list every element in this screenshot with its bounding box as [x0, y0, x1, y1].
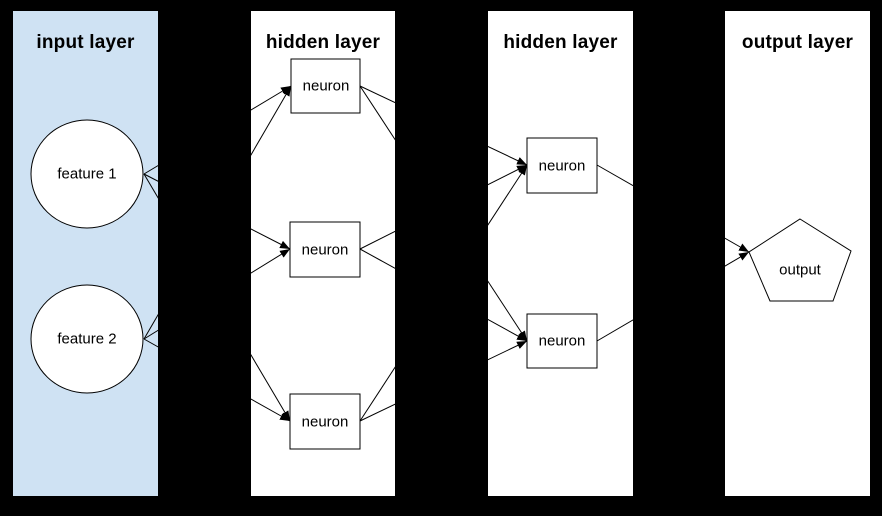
edge-h1n2-h2n2 — [359, 248, 528, 342]
hidden2-neuron1-box — [526, 137, 598, 194]
edge-h1n1-h2n1 — [359, 85, 528, 166]
output-pentagon — [748, 218, 852, 302]
feature-2-circle — [30, 284, 144, 394]
edge-f2-h1n1 — [143, 85, 292, 340]
node-label-hidden1-neuron2: neuron — [301, 241, 349, 259]
edge-h2n2-out — [596, 251, 750, 342]
edge-h1n1-h2n2 — [359, 85, 528, 342]
hidden-layer-2-panel: hidden layer — [488, 11, 633, 496]
edge-h1n3-h2n2 — [359, 340, 528, 422]
hidden2-neuron2-box — [526, 313, 598, 369]
node-label-feature-1: feature 1 — [57, 165, 117, 183]
node-label-hidden1-neuron1: neuron — [302, 77, 350, 95]
node-label-hidden1-neuron3: neuron — [301, 413, 349, 431]
edge-h2n1-out — [596, 164, 750, 253]
edge-f1-h1n3 — [143, 173, 291, 422]
edge-f1-h1n2 — [143, 173, 291, 250]
hidden1-neuron3-box — [289, 393, 361, 450]
output-layer-title: output layer — [741, 32, 854, 53]
node-label-output: output — [779, 261, 821, 279]
node-label-hidden2-neuron2: neuron — [538, 332, 586, 350]
node-label-hidden2-neuron1: neuron — [538, 157, 586, 175]
hidden1-neuron1-box — [290, 58, 361, 114]
edge-h1n2-h2n1 — [359, 164, 528, 250]
node-label-feature-2: feature 2 — [57, 330, 117, 348]
edge-f1-h1n1 — [143, 85, 292, 175]
edge-f2-h1n3 — [143, 338, 291, 422]
feature-1-circle — [30, 119, 144, 229]
hidden-layer-1-title: hidden layer — [265, 32, 381, 53]
edge-h1n3-h2n1 — [359, 164, 528, 422]
edge-f2-h1n2 — [143, 248, 291, 340]
input-layer-title: input layer — [36, 32, 135, 53]
hidden1-neuron2-box — [289, 221, 361, 278]
hidden-layer-2-title: hidden layer — [503, 32, 618, 53]
input-layer-panel: input layer — [13, 11, 158, 496]
